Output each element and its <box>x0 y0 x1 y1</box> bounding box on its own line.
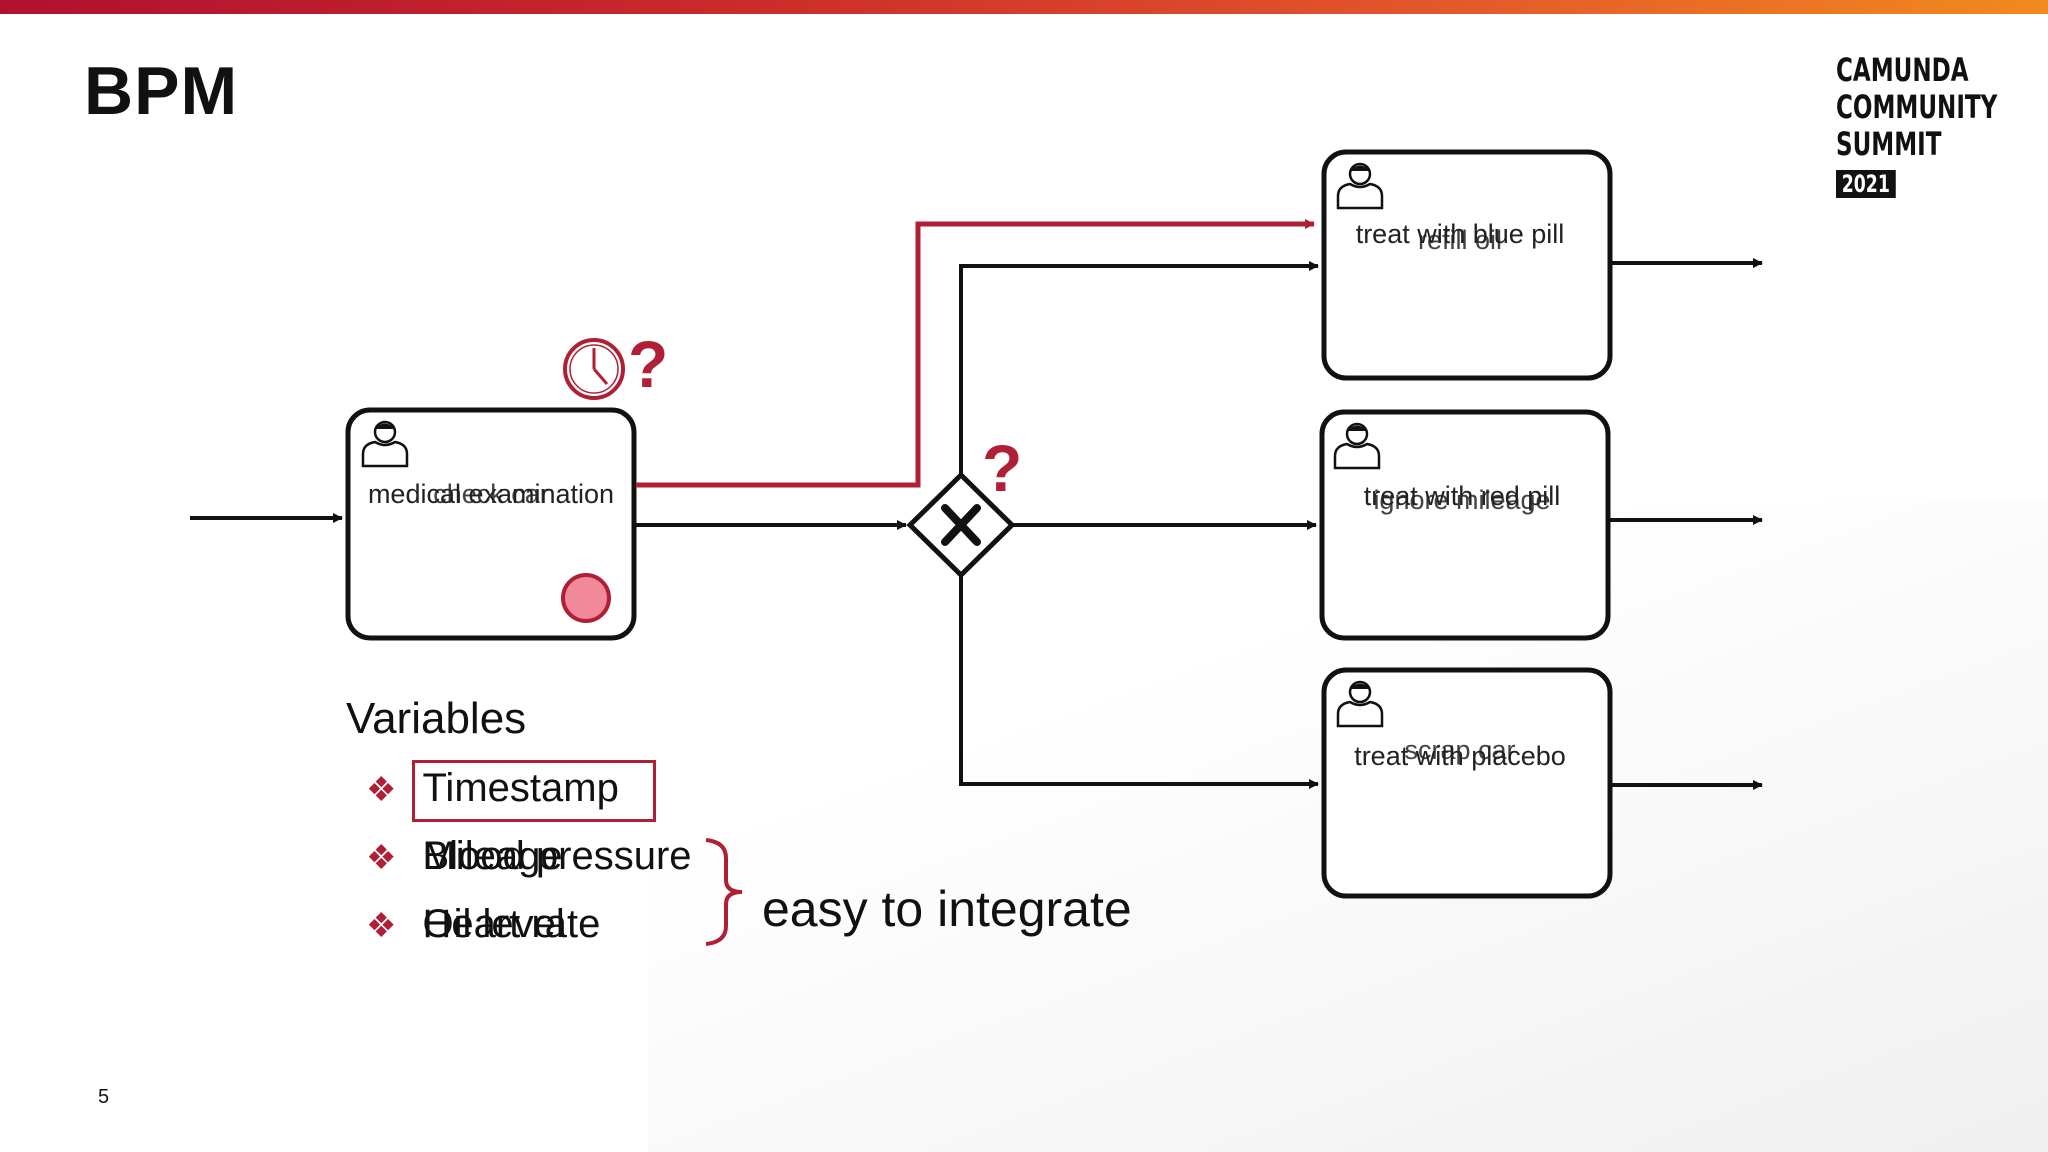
timer-icon <box>563 338 625 400</box>
variable-oil-level: Oil level <box>422 902 565 946</box>
task-3-label-a: treat with placebo <box>1354 741 1566 771</box>
variable-mileage: Mileage <box>422 834 563 878</box>
sequence-flow-gateway-task1 <box>959 261 1319 475</box>
task-1-box[interactable] <box>1321 149 1613 381</box>
curly-brace-icon <box>705 838 743 946</box>
sequence-flow-highlight <box>636 219 1315 488</box>
timestamp-highlight <box>412 760 656 822</box>
task-exam-label-b: check car <box>433 479 549 509</box>
variable-item: ❖ Timestamp <box>366 766 619 811</box>
variable-heart-rate: Heart rate <box>422 902 601 946</box>
camunda-summit-logo: CAMUNDA COMMUNITY SUMMIT 2021 <box>1836 52 1997 200</box>
task-2-label-b: ignore mileage <box>1373 485 1551 515</box>
logo-line-3: SUMMIT <box>1836 125 1942 163</box>
task-2-label-a: treat with red pill <box>1363 481 1561 511</box>
logo-year: 2021 <box>1836 170 1896 198</box>
logo-line-1: CAMUNDA <box>1836 51 1969 89</box>
task-3-label-b: scrap car <box>1404 735 1516 765</box>
task-3-label: treat with placebo scrap car <box>1330 735 1590 774</box>
sequence-flow-gateway-task3 <box>959 575 1319 789</box>
page-number: 5 <box>98 1086 110 1108</box>
timer-question-mark: ? <box>628 327 669 401</box>
slide-title: BPM <box>84 53 239 129</box>
task-exam-box[interactable] <box>345 407 637 641</box>
bullet-icon: ❖ <box>366 771 397 809</box>
task-2-box[interactable] <box>1319 409 1611 641</box>
task-1-label: treat with blue pill refill oil <box>1330 216 1590 255</box>
task-2-label: treat with red pill ignore mileage <box>1332 478 1592 515</box>
error-boundary-event-icon[interactable] <box>561 573 611 623</box>
task-exam-label-a: medical examination <box>367 479 615 509</box>
variable-timestamp: Timestamp <box>422 766 619 810</box>
task-exam-label: medical examination check car <box>361 476 621 512</box>
brand-gradient-bar <box>0 0 2048 14</box>
logo-line-2: COMMUNITY <box>1836 88 1998 126</box>
task-1-label-b: refill oil <box>1417 225 1503 255</box>
bullet-icon: ❖ <box>366 839 397 877</box>
bullet-icon: ❖ <box>366 907 397 945</box>
task-1-label-a: treat with blue pill <box>1355 219 1565 249</box>
task-3-box[interactable] <box>1321 667 1613 899</box>
variable-blood-pressure: Blood pressure <box>422 834 692 878</box>
variables-heading: Variables <box>346 694 527 743</box>
integration-note: easy to integrate <box>762 881 1132 937</box>
gateway-question-mark: ? <box>982 431 1023 505</box>
